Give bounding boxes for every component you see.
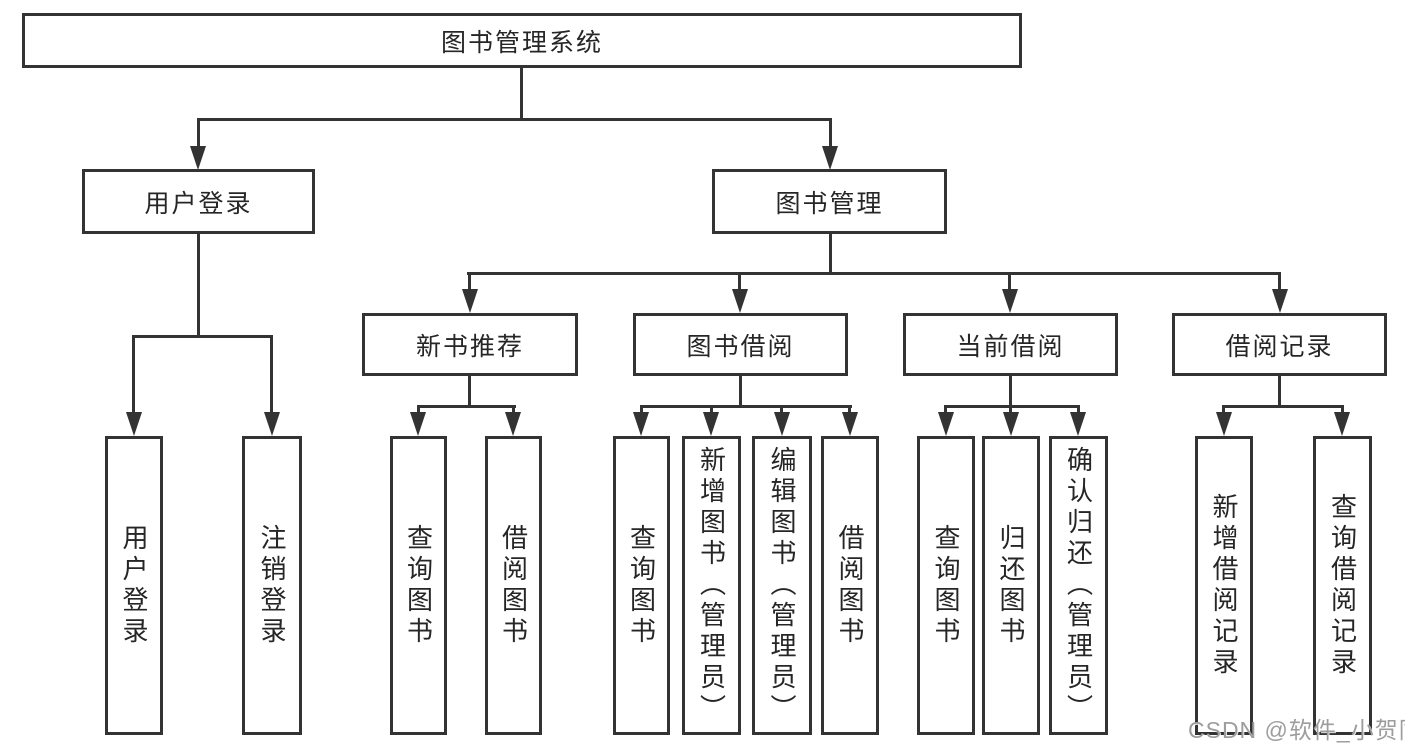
node-user-login: 用户登录 (82, 169, 315, 234)
arrow-to-confirm-return (1070, 412, 1086, 436)
arrow-to-current-borrowing (1002, 289, 1018, 313)
csdn-watermark: CSDN @软件_小贺同学 (1188, 717, 1405, 743)
node-root: 图书管理系统 (22, 13, 1022, 68)
leaf-borrow-books-recommend: 借阅图书 (485, 436, 542, 735)
leaf-confirm-return-admin: 确认归还（管理员） (1049, 436, 1108, 735)
arrow-to-book-borrowing (732, 289, 748, 313)
leaf-user-login: 用户登录 (105, 436, 163, 735)
arrow-to-query-books-3 (938, 412, 954, 436)
node-borrowing-records: 借阅记录 (1172, 313, 1387, 376)
connector-user-login-hline (132, 335, 273, 338)
connector-new-book-stem (468, 376, 471, 407)
arrow-to-book-management (822, 146, 838, 170)
arrow-to-borrowing-records (1272, 289, 1288, 313)
arrow-to-query-books-2 (633, 412, 649, 436)
node-book-borrowing: 图书借阅 (633, 313, 848, 376)
leaf-logout: 注销登录 (242, 436, 302, 735)
connector-stem-query-books-3 (944, 405, 947, 415)
arrow-to-new-book (462, 289, 478, 313)
leaf-add-books-admin: 新增图书（管理员） (682, 436, 741, 735)
connector-stem-add-borrow-record (1222, 405, 1225, 415)
connector-stem-leaf-logout (270, 335, 273, 415)
connector-stem-query-books-2 (640, 405, 643, 415)
arrow-to-query-borrow-record (1334, 412, 1350, 436)
connector-book-borrowing-stem (739, 376, 742, 407)
connector-stem-edit-books (780, 405, 783, 415)
leaf-return-books: 归还图书 (982, 436, 1040, 735)
connector-stem-borrow-books-1 (512, 405, 515, 415)
connector-stem-borrowing-records (1278, 272, 1281, 292)
leaf-borrow-books-borrow: 借阅图书 (821, 436, 879, 735)
connector-borrowing-records-stem (1278, 376, 1281, 407)
connector-book-management-hline (467, 272, 1281, 275)
connector-stem-current-borrowing (1008, 272, 1011, 292)
arrow-to-add-books (703, 412, 719, 436)
connector-book-management-stem (829, 234, 832, 274)
connector-stem-leaf-user-login (132, 335, 135, 415)
arrow-to-borrow-books-1 (505, 412, 521, 436)
connector-borrowing-records-hline (1222, 405, 1344, 408)
connector-stem-query-books-1 (417, 405, 420, 415)
connector-stem-book-borrowing (738, 272, 741, 292)
leaf-add-borrow-record: 新增借阅记录 (1195, 436, 1253, 735)
leaf-query-books-current: 查询图书 (917, 436, 975, 735)
connector-stem-book-management (829, 118, 832, 150)
connector-root-branch-hline (197, 118, 832, 121)
connector-new-book-hline (417, 405, 516, 408)
connector-book-borrowing-hline (641, 405, 852, 408)
arrow-to-return-books (1003, 412, 1019, 436)
connector-stem-query-borrow-record (1341, 405, 1344, 415)
node-new-book-recommendation: 新书推荐 (362, 313, 578, 376)
node-current-borrowing: 当前借阅 (903, 313, 1118, 376)
arrow-to-user-login (190, 146, 206, 170)
arrow-to-borrow-books-2 (842, 412, 858, 436)
leaf-query-books-borrow: 查询图书 (613, 436, 670, 735)
leaf-query-books-recommend: 查询图书 (390, 436, 447, 735)
connector-current-borrowing-hline (944, 405, 1080, 408)
leaf-edit-books-admin: 编辑图书（管理员） (752, 436, 812, 735)
connector-current-borrowing-stem (1009, 376, 1012, 407)
connector-stem-return-books (1009, 405, 1012, 415)
connector-root-stem (520, 68, 523, 118)
arrow-to-leaf-logout (264, 412, 280, 436)
connector-stem-new-book (468, 272, 471, 292)
arrow-to-edit-books (774, 412, 790, 436)
connector-stem-borrow-books-2 (848, 405, 851, 415)
leaf-query-borrow-record: 查询借阅记录 (1313, 436, 1372, 735)
connector-user-login-stem (197, 234, 200, 336)
connector-stem-confirm-return (1077, 405, 1080, 415)
connector-stem-user-login (197, 118, 200, 150)
arrow-to-add-borrow-record (1216, 412, 1232, 436)
arrow-to-query-books-1 (410, 412, 426, 436)
node-book-management: 图书管理 (712, 169, 947, 234)
arrow-to-leaf-user-login (126, 412, 142, 436)
connector-stem-add-books (710, 405, 713, 415)
